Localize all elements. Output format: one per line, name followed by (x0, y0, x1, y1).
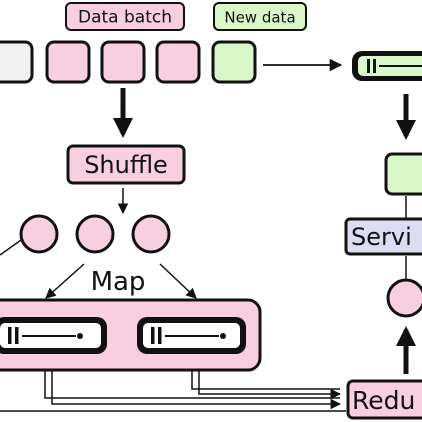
reduce-task-circle (386, 278, 422, 318)
server-icon (151, 327, 226, 344)
map-task-circle (75, 214, 115, 254)
map-tasks (19, 214, 171, 254)
arrow-map-right (159, 263, 197, 299)
new-data-block (211, 40, 257, 84)
map-connector-left (0, 239, 22, 256)
service-box: Servi (344, 217, 422, 256)
map-worker-server (0, 317, 107, 354)
arrow-map-left (45, 263, 85, 299)
server-icon (8, 327, 83, 344)
stream-server (352, 51, 422, 81)
data-batch-label: Data batch (78, 8, 172, 28)
service-label: Servi (351, 223, 412, 251)
reduce-label: Redu (352, 386, 415, 415)
data-batch-legend: Data batch (65, 2, 185, 31)
map-task-circle (131, 214, 171, 254)
map-worker-server (137, 317, 246, 354)
data-block (100, 40, 146, 84)
map-task-circle (19, 214, 59, 254)
shuffle-label: Shuffle (84, 151, 168, 179)
data-block-processed (0, 40, 34, 84)
map-label: Map (91, 267, 146, 297)
service-input-block (384, 152, 422, 196)
reduce-box: Redu (346, 379, 422, 420)
data-block-row (0, 40, 257, 84)
new-data-legend: New data (213, 2, 307, 31)
data-block (45, 40, 91, 84)
map-worker-group (0, 298, 262, 372)
map-to-reduce-links (44, 371, 342, 410)
new-data-label: New data (224, 9, 295, 27)
data-block (155, 40, 201, 84)
shuffle-box: Shuffle (66, 144, 186, 185)
